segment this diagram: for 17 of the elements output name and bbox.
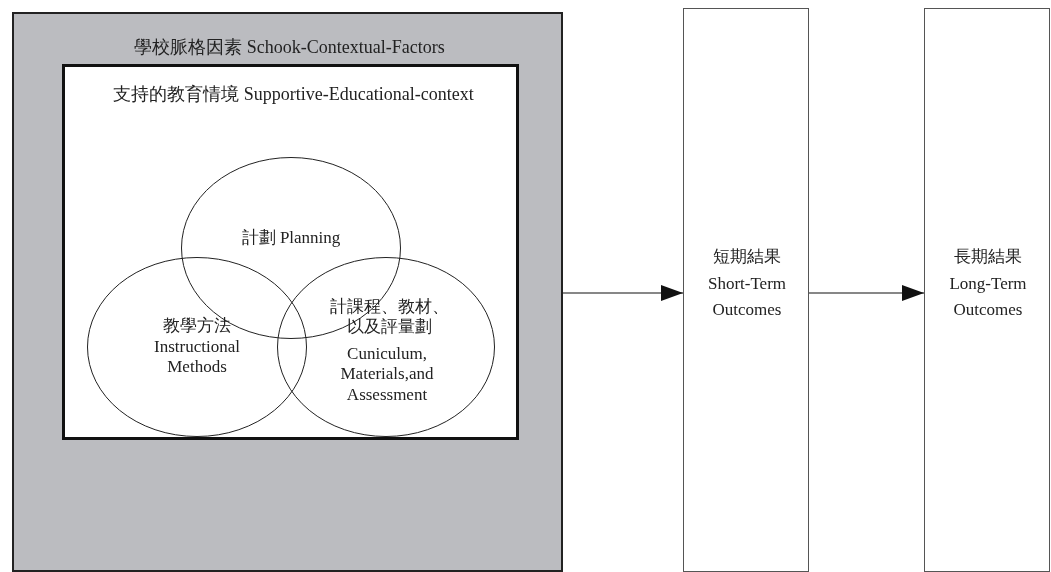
arrow xyxy=(808,285,925,301)
node-label: 長期結果 xyxy=(953,246,1023,268)
node-label: 計課程、教材、以及評量劃 xyxy=(328,297,450,337)
inner-panel xyxy=(62,64,519,440)
node-label: 短期結果 xyxy=(712,246,782,268)
node-label: Cuniculum, Materials,and Assessment xyxy=(339,344,435,406)
node-label: Long-Term Outcomes xyxy=(948,273,1028,322)
panel-heading: 支持的教育情境 Supportive-Educational-context xyxy=(112,83,475,106)
outcome-column xyxy=(683,8,809,572)
arrow xyxy=(562,285,684,301)
panel-heading: 學校脈格因素 Schook-Contextual-Factors xyxy=(133,36,446,59)
node-label: Short-Term Outcomes xyxy=(706,273,788,322)
node-label: 計劃 Planning xyxy=(240,227,342,249)
node-label: Instructional Methods xyxy=(153,337,241,378)
outcome-column xyxy=(924,8,1050,572)
node-label: 教學方法 xyxy=(162,315,232,337)
outer-panel xyxy=(12,12,563,572)
